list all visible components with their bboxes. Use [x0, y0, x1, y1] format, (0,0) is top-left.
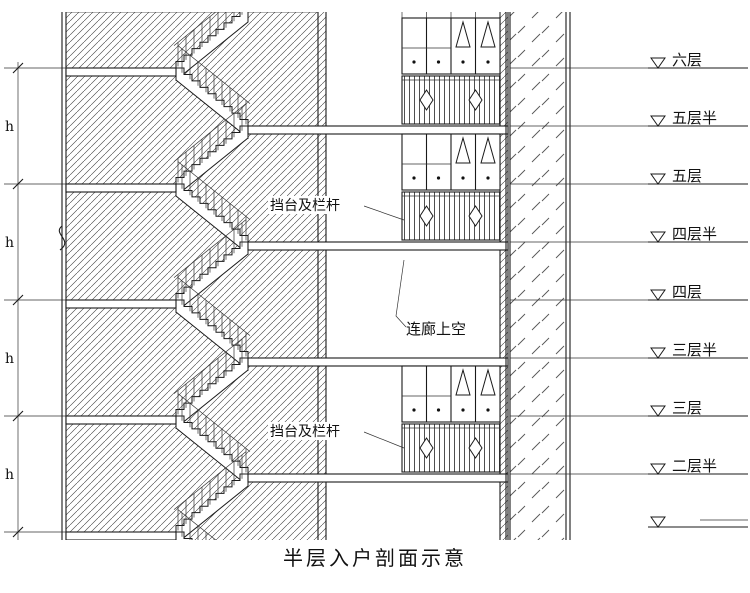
floor-marker-label: 六层 [672, 51, 702, 69]
floor-marker-label: 四层 [672, 283, 702, 301]
floor-marker: 四层 [648, 283, 748, 301]
floor-slab [65, 415, 177, 425]
stair-section [58, 12, 318, 540]
drawing-title: 半层入户剖面示意 [283, 546, 467, 570]
floor-slab [65, 299, 177, 309]
floor-marker: 六层 [648, 51, 748, 69]
railing-label-lower: 挡台及栏杆 [270, 424, 340, 440]
corridor-annotation: 连廊上空 [395, 259, 466, 338]
level-lines [510, 67, 648, 475]
h-dimension-label: h [5, 467, 14, 483]
floor-marker-partial [648, 516, 748, 528]
wall-hatch [66, 12, 318, 540]
landing-slabs [247, 125, 509, 483]
floor-marker-label: 五层半 [672, 109, 717, 127]
level-marker-icon [650, 347, 666, 359]
break-mark-icon [58, 225, 66, 251]
level-marker-icon [650, 115, 666, 127]
window-block [401, 133, 501, 241]
floor-marker: 五层半 [648, 109, 748, 127]
level-marker-icon [650, 463, 666, 475]
h-dimension-label: h [5, 119, 14, 135]
floor-marker-label: 三层半 [672, 341, 717, 359]
railing-label-upper: 挡台及栏杆 [270, 198, 340, 214]
floor-marker-label: 五层 [672, 167, 702, 185]
floor-marker: 五层 [648, 167, 748, 185]
level-marker-icon [650, 405, 666, 417]
level-marker-icon [650, 173, 666, 185]
level-marker-icon [650, 231, 666, 243]
floor-marker: 三层半 [648, 341, 748, 359]
level-marker-icon [650, 289, 666, 301]
left-wall [61, 12, 67, 540]
railing-annotation-upper: 挡台及栏杆 [268, 196, 405, 221]
window-blocks [401, 12, 501, 473]
floor-slab [65, 531, 177, 540]
floor-marker-label: 四层半 [672, 225, 717, 243]
floor-marker-label: 二层半 [672, 457, 717, 475]
floor-marker: 三层 [648, 399, 748, 417]
floor-marker: 二层半 [648, 457, 748, 475]
window-block [401, 17, 501, 125]
floor-slabs [65, 67, 177, 540]
floor-marker-label: 三层 [672, 399, 702, 417]
landing-slab [247, 125, 509, 135]
floor-marker: 四层半 [648, 225, 748, 243]
floor-markers: 六层 五层半 五层 四层半 四层 三层半 三层 二层半 [648, 51, 748, 528]
railing-annotation-lower: 挡台及栏杆 [268, 422, 405, 449]
floor-slab [65, 183, 177, 193]
landing-slab [247, 357, 509, 367]
glass-panel [505, 12, 571, 540]
h-dimension-label: h [5, 351, 14, 367]
level-marker-icon [650, 57, 666, 69]
floor-slab [65, 67, 177, 77]
dimension-line: h h h h [4, 62, 66, 540]
corridor-label: 连廊上空 [406, 320, 466, 338]
window-block [401, 365, 501, 473]
landing-slab [247, 473, 509, 483]
landing-slab [247, 241, 509, 251]
level-marker-icon [650, 516, 666, 528]
h-dimension-label: h [5, 235, 14, 251]
